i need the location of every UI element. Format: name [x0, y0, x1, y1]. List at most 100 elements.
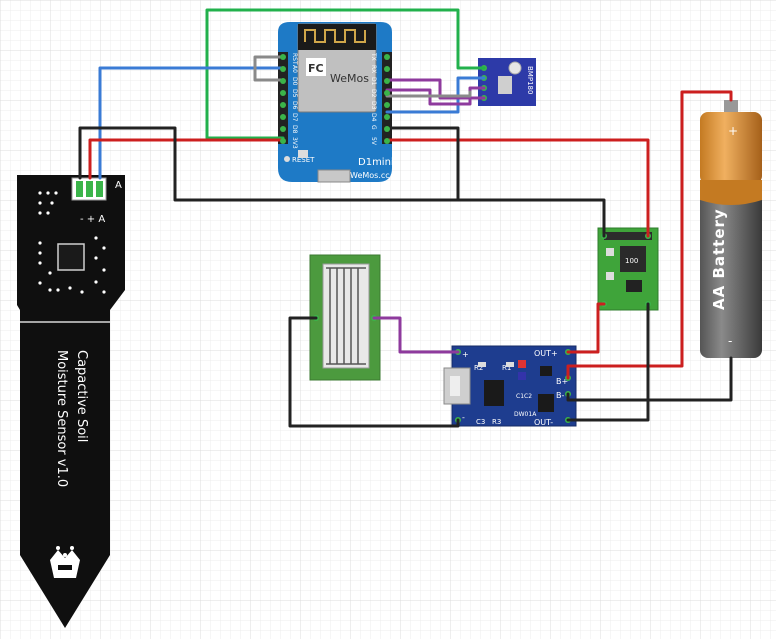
wire-black-solar-minus	[288, 316, 460, 428]
wemos-model: D1mini	[358, 157, 394, 168]
wemos-pin-label: G	[370, 125, 377, 130]
wemos-pin-d0	[280, 78, 286, 84]
wemos-pin-d5	[280, 90, 286, 96]
battery-cap-edge	[700, 180, 762, 205]
wemos-pin-label: D4	[370, 113, 377, 122]
wemos-pin-label: D0	[291, 77, 298, 86]
wire-red-5v	[385, 138, 650, 238]
boost-cap	[606, 248, 614, 256]
charger-r1: R1	[502, 364, 511, 372]
charger-out-plus: OUT+	[534, 349, 558, 358]
charger-in-minus: -	[462, 413, 465, 422]
battery-body	[700, 180, 762, 358]
wemos-right-pins	[382, 52, 392, 144]
wemos-pin-label: 3V3	[291, 137, 298, 149]
charger-out-minus: OUT-	[534, 418, 553, 427]
wemos-pin-label: D6	[291, 101, 298, 110]
sensor-pin-a-label: A	[115, 180, 122, 191]
wire-black-charger-out-minus	[566, 302, 650, 422]
wemos-pin-5v	[384, 138, 390, 144]
fcc-text: FC	[308, 62, 324, 75]
usb-slot	[450, 376, 460, 396]
boost-cap-2	[606, 272, 614, 280]
wemos-pin-label: RX	[370, 65, 377, 73]
boost-converter: 100	[597, 227, 659, 311]
wemos-pin-label: D7	[291, 113, 298, 122]
bmp-chip	[498, 76, 512, 94]
soil-moisture-sensor: A - + A Capactive Soil Moisture Sensor v…	[17, 175, 125, 628]
wemos-pin-tx	[384, 54, 390, 60]
wemos-pin-d6	[280, 102, 286, 108]
wemos-pin-label: A0	[291, 65, 298, 73]
wire-red-charger-out	[566, 302, 606, 354]
mosfet	[540, 366, 552, 376]
wemos-pin-d4	[384, 114, 390, 120]
wemos-pin-label: 5V	[370, 137, 377, 146]
wemos-pin-d7	[280, 114, 286, 120]
wemos-pin-d3	[384, 102, 390, 108]
led-blue	[518, 372, 526, 380]
wire-red-battery-plus	[566, 90, 733, 380]
charger-b-minus: B-	[556, 391, 564, 400]
wire-black-sensor-gnd	[78, 126, 606, 238]
wemos-brand-module: WeMos	[330, 72, 369, 85]
wire-red-sensor-vcc	[88, 138, 285, 180]
charger-b-plus: B+	[556, 377, 568, 386]
wemos-pin-label: D2	[370, 89, 377, 98]
wemos-pin-label: D5	[291, 89, 298, 98]
wemos-pin-3v3	[280, 138, 286, 144]
usb-port	[317, 169, 351, 183]
bmp-label: BMP180	[526, 66, 534, 94]
bmp180-sensor: BMP180	[478, 58, 536, 106]
charger-ic	[484, 380, 504, 406]
wifi-antenna	[298, 24, 376, 50]
battery-plus: +	[728, 124, 738, 138]
sensor-pin-aout	[96, 181, 103, 197]
led-red	[518, 360, 526, 368]
boost-inductor	[620, 246, 646, 272]
sensor-pin-vcc	[86, 181, 93, 197]
wire-purple-sda	[385, 86, 486, 106]
boost-chip	[626, 280, 642, 292]
wemos-pin-g	[384, 126, 390, 132]
resistor-r1	[506, 362, 514, 367]
fcc-mark	[306, 58, 326, 76]
sensor-pin-gnd	[76, 181, 83, 197]
wires	[78, 8, 733, 428]
wemos-pin-label: D3	[370, 101, 377, 110]
wire-black-wemos-gnd	[385, 126, 460, 202]
charger-board	[451, 345, 577, 427]
aa-battery: + - AA Battery	[700, 100, 762, 358]
charger-r3: R3	[492, 418, 501, 426]
reset-button[interactable]	[284, 156, 290, 162]
sensor-chip	[57, 243, 85, 271]
wire-gray-bmp	[385, 90, 472, 98]
wemos-pin-label: TX	[370, 52, 377, 61]
tp4056-charger: + - R2 R1 C3 R3 C1C2 DW01A OUT+ B+ B- OU…	[443, 345, 577, 427]
solar-cells	[326, 267, 366, 365]
wemos-pin-label: D8	[291, 125, 298, 134]
resistor-r2	[478, 362, 486, 367]
crown-logo-icon	[50, 546, 80, 578]
wemos-pin-d8	[280, 126, 286, 132]
wire-green-3v3	[205, 8, 486, 140]
antenna-trace	[304, 29, 366, 43]
wire-gray-rst-d0	[253, 55, 285, 82]
wemos-pin-d1	[384, 78, 390, 84]
battery-label: AA Battery	[710, 208, 728, 310]
battery-cap	[700, 112, 762, 184]
sensor-dots	[38, 191, 106, 294]
wemos-pin-rx	[384, 66, 390, 72]
sensor-title-line2: Moisture Sensor v1.0	[54, 350, 69, 487]
wemos-reset-label: RESET	[292, 156, 315, 164]
battery-minus: -	[728, 334, 732, 348]
charger-c1c2: C1C2	[516, 393, 532, 400]
wemos-d1-mini: FC WeMos D1mini WeMos.cc RESET	[278, 22, 394, 183]
battery-nub	[724, 100, 738, 114]
sensor-pin-labels: - + A	[80, 214, 105, 225]
protection-ic	[538, 394, 554, 412]
charger-r2: R2	[474, 364, 483, 372]
boost-header	[604, 232, 652, 240]
wemos-site: WeMos.cc	[350, 171, 390, 180]
wemos-pin-label: D1	[370, 77, 377, 86]
